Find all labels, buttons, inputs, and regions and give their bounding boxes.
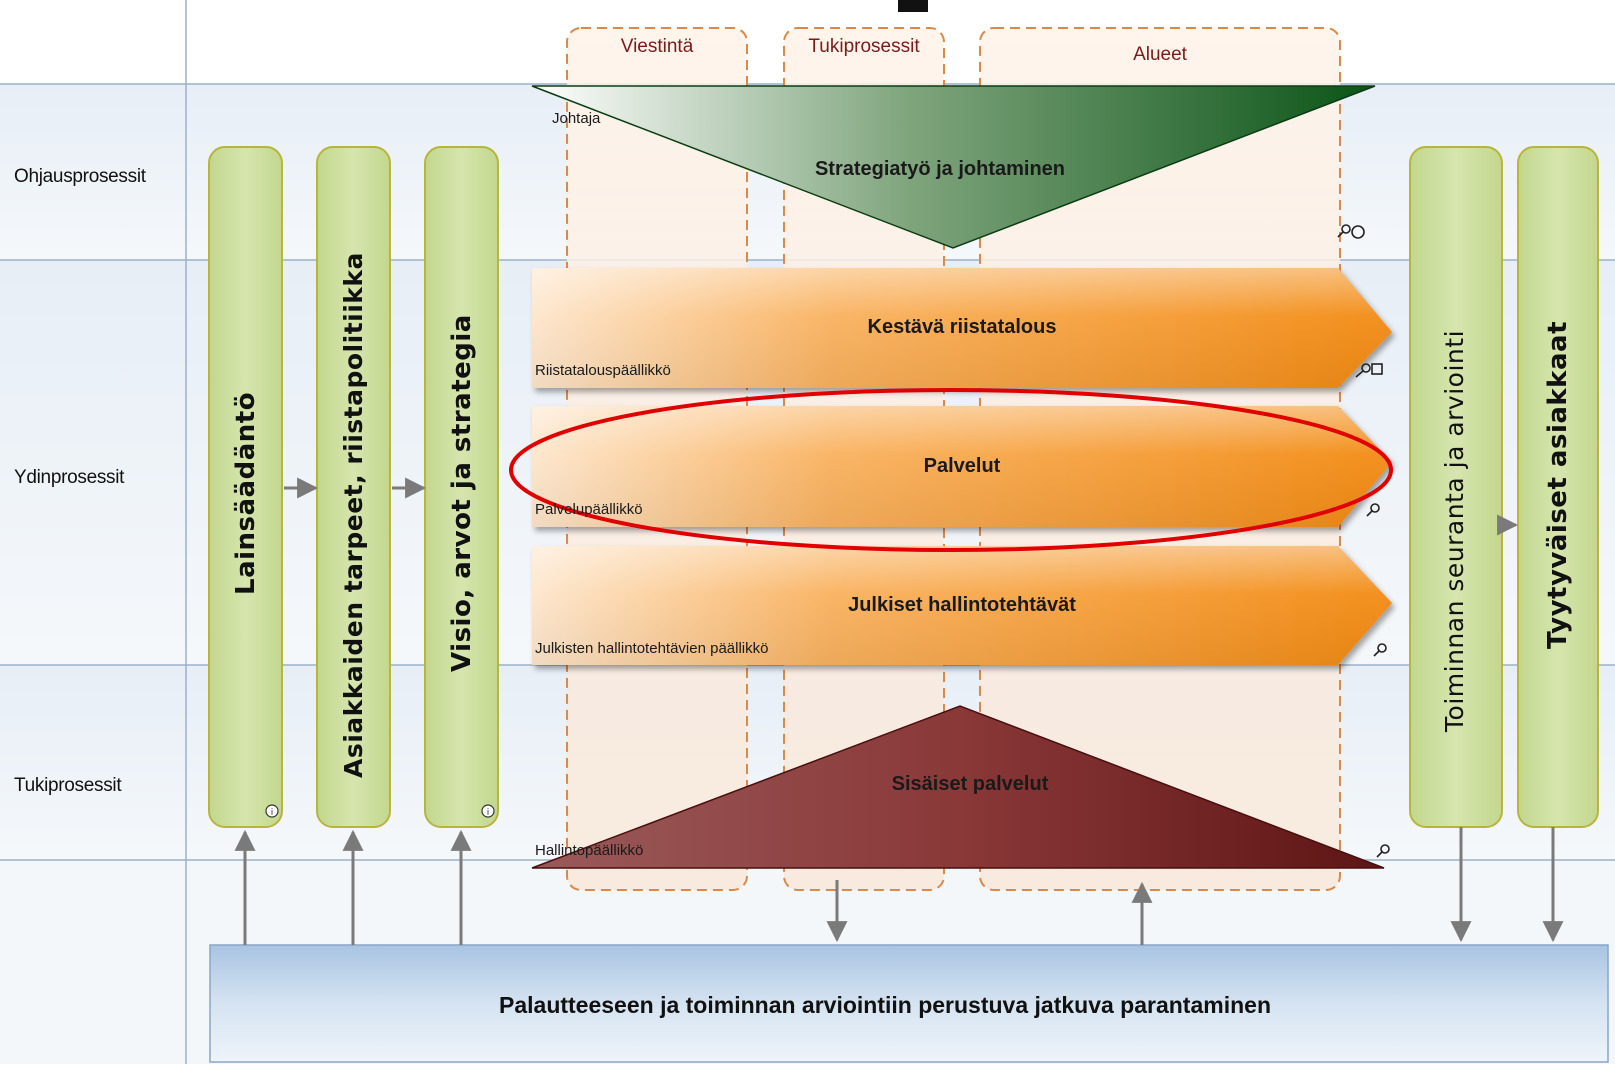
svg-text:i: i <box>271 808 274 818</box>
strategy-title: Strategiatyö ja johtaminen <box>814 158 1066 180</box>
title-fragment <box>898 0 928 12</box>
core-title-palvelut: Palvelut <box>923 455 1001 477</box>
column-label-tukiprosessit: Tukiprosessit <box>808 36 920 57</box>
core-role-palvelut: Palvelupäällikkö <box>535 501 643 518</box>
magnifier-icon[interactable] <box>1376 844 1390 858</box>
core-title-julkiset: Julkiset hallintotehtävät <box>848 594 1076 616</box>
pillar-lainsaadanto <box>208 146 283 828</box>
magnifier-icon[interactable] <box>1355 363 1383 378</box>
pillar-text-toiminnan: Toiminnan seuranta ja arviointi <box>1440 329 1469 732</box>
info-icon[interactable]: i <box>265 804 279 818</box>
pillar-text-asiakkaiden: Asiakkaiden tarpeet, riistapolitiikka <box>339 252 368 778</box>
support-role: Hallintopäällikkö <box>535 842 644 859</box>
column-label-alueet: Alueet <box>1133 44 1187 65</box>
pillar-tyytyvaiset <box>1517 146 1599 828</box>
pillar-text-tyytyvaiset: Tyytyväiset asiakkaat <box>1543 321 1573 649</box>
highlight-ellipse <box>509 388 1393 552</box>
lane-label-ydin: Ydinprosessit <box>14 467 125 488</box>
core-role-kestava: Riistatalouspäällikkö <box>535 362 671 379</box>
core-bar-shine <box>532 546 1392 665</box>
magnifier-icon[interactable] <box>1366 503 1380 517</box>
improvement-bar <box>209 944 1609 1063</box>
magnifier-icon[interactable] <box>1337 224 1365 239</box>
improvement-title: Palautteeseen ja toiminnan arviointiin p… <box>499 992 1271 1018</box>
support-triangle <box>531 705 1385 869</box>
info-icon[interactable]: i <box>481 804 495 818</box>
magnifier-icon[interactable] <box>1373 643 1387 657</box>
support-title: Sisäiset palvelut <box>891 773 1049 795</box>
strategy-triangle <box>531 85 1376 249</box>
core-bar-shine <box>532 268 1392 388</box>
column-label-viestinta: Viestintä <box>620 36 694 57</box>
pillar-text-visio: Visio, arvot ja strategia <box>447 314 477 672</box>
core-role-julkiset: Julkisten hallintotehtävien päällikkö <box>535 640 769 657</box>
core-bar-shine <box>532 406 1392 527</box>
lane-label-ohjaus: Ohjausprosessit <box>14 166 146 187</box>
lane-label-tuki: Tukiprosessit <box>14 775 122 796</box>
pillar-toiminnan <box>1409 146 1503 828</box>
svg-text:i: i <box>487 808 490 818</box>
pillar-text-lainsaadanto: Lainsäädäntö <box>231 391 261 595</box>
strategy-role: Johtaja <box>552 110 601 127</box>
core-title-kestava: Kestävä riistatalous <box>867 316 1057 338</box>
